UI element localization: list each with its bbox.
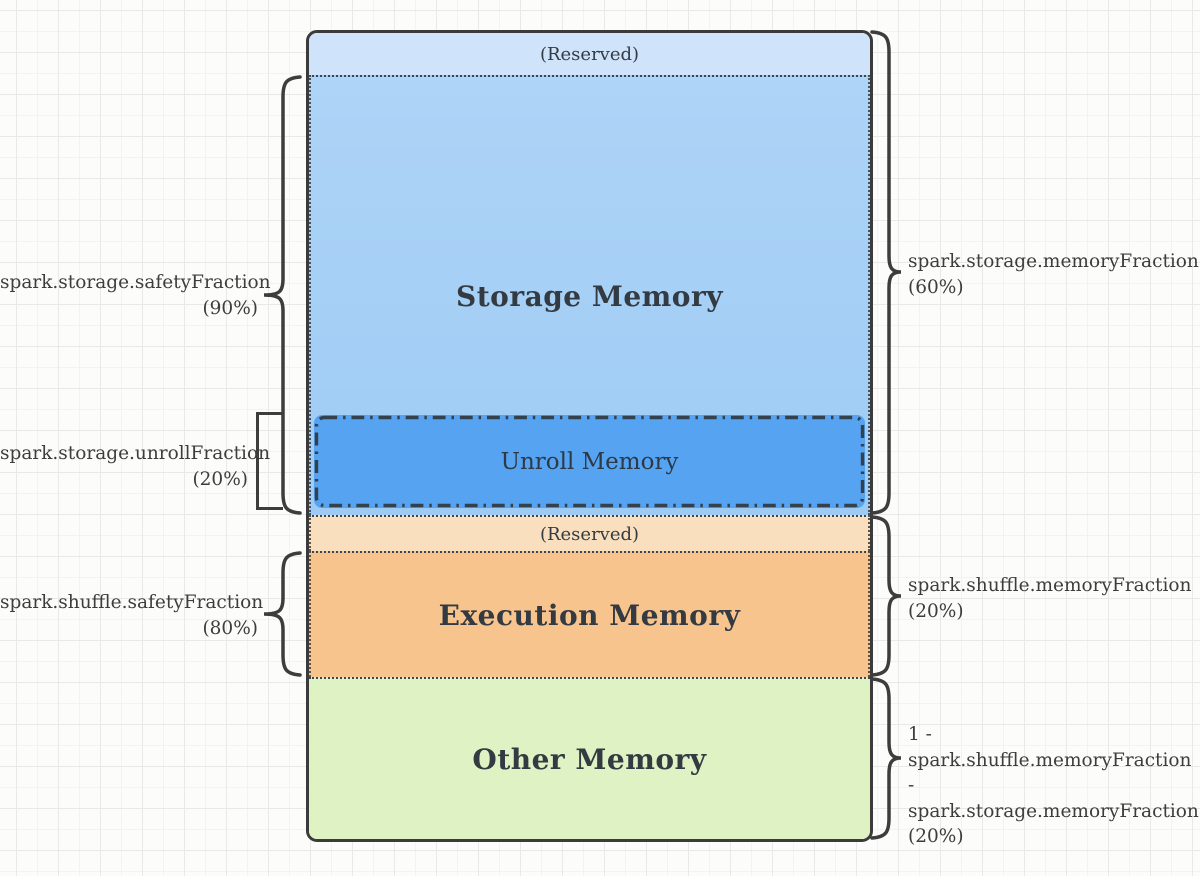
section-execution-memory: Execution Memory xyxy=(309,551,870,677)
label-other-memory-line1: 1 - spark.shuffle.memoryFraction xyxy=(908,724,1192,771)
left-bracket-unroll-fraction xyxy=(256,412,283,510)
dash-dot-border xyxy=(314,415,865,508)
label-shuffle-memory-fraction: spark.shuffle.memoryFraction (20%) xyxy=(908,573,1198,624)
label-storage-safety-fraction: spark.storage.safetyFraction (90%) xyxy=(0,270,271,321)
section-reserved-mid: (Reserved) xyxy=(309,515,870,551)
right-brace-other-memory xyxy=(870,677,904,840)
reserved-mid-label: (Reserved) xyxy=(539,523,640,545)
label-storage-memory-value: (60%) xyxy=(908,276,964,298)
label-storage-safety-value: (90%) xyxy=(202,297,258,319)
right-brace-storage-memory xyxy=(870,30,904,515)
other-memory-title: Other Memory xyxy=(472,742,707,776)
reserved-top-label: (Reserved) xyxy=(539,43,640,65)
label-storage-memory-name: spark.storage.memoryFraction xyxy=(908,251,1199,272)
section-storage-memory: Storage Memory Unroll Memory xyxy=(309,75,870,515)
storage-memory-title: Storage Memory xyxy=(456,279,723,313)
section-other-memory: Other Memory xyxy=(309,677,870,839)
label-other-memory-line2: - spark.storage.memoryFraction xyxy=(908,775,1199,822)
label-shuffle-safety-fraction: spark.shuffle.safetyFraction (80%) xyxy=(0,590,264,641)
label-other-memory-fraction: 1 - spark.shuffle.memoryFraction - spark… xyxy=(908,722,1200,850)
left-brace-shuffle-safety xyxy=(260,551,302,677)
label-shuffle-memory-name: spark.shuffle.memoryFraction xyxy=(908,575,1192,596)
label-unroll-fraction-value: (20%) xyxy=(192,468,248,490)
label-shuffle-safety-name: spark.shuffle.safetyFraction xyxy=(0,592,264,613)
memory-box: (Reserved) Storage Memory Unroll Memory … xyxy=(306,30,873,842)
label-shuffle-memory-value: (20%) xyxy=(908,600,964,622)
label-shuffle-safety-value: (80%) xyxy=(202,617,258,639)
label-other-memory-value: (20%) xyxy=(908,826,964,847)
unroll-memory-box: Unroll Memory xyxy=(314,415,865,508)
unroll-memory-title: Unroll Memory xyxy=(500,448,679,475)
right-brace-shuffle-memory xyxy=(870,515,904,677)
section-reserved-top: (Reserved) xyxy=(309,33,870,75)
label-storage-safety-name: spark.storage.safetyFraction xyxy=(0,272,271,293)
label-storage-memory-fraction: spark.storage.memoryFraction (60%) xyxy=(908,249,1199,300)
execution-memory-title: Execution Memory xyxy=(438,598,741,632)
label-unroll-fraction-name: spark.storage.unrollFraction xyxy=(0,443,271,464)
label-unroll-fraction: spark.storage.unrollFraction (20%) xyxy=(0,441,271,492)
